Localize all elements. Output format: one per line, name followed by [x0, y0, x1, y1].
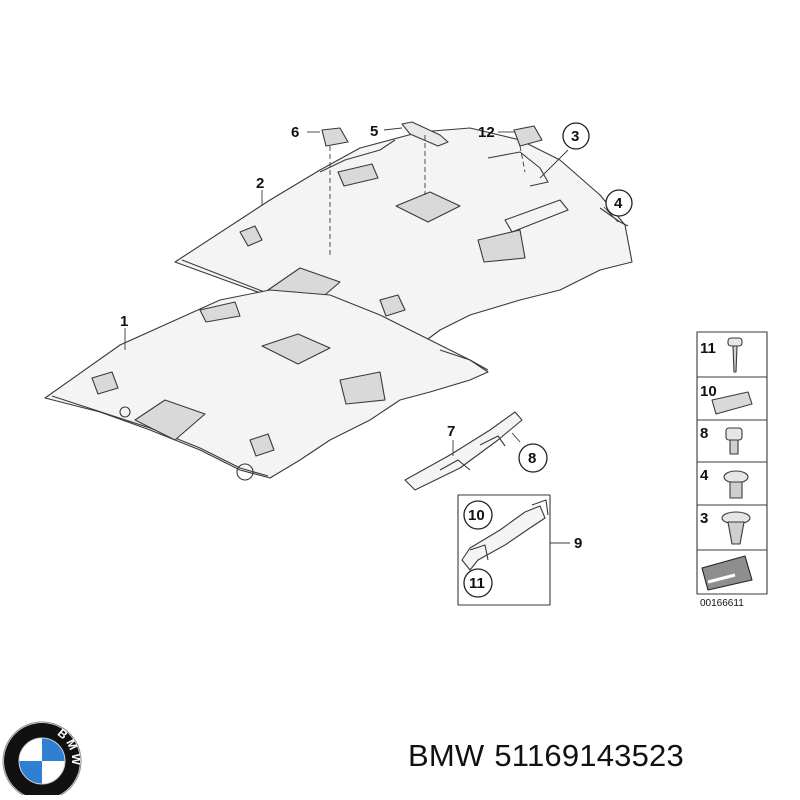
callout-10: 10: [468, 507, 485, 524]
callout-12: 12: [478, 124, 495, 141]
callout-9: 9: [574, 535, 582, 552]
part-5-shape: [401, 121, 449, 147]
callout-4-ring: [605, 189, 633, 217]
brand-name: BMW: [408, 738, 485, 773]
callout-1: 1: [120, 313, 128, 330]
callout-7: 7: [447, 423, 455, 440]
callout-3: 3: [571, 128, 579, 145]
callout-6: 6: [291, 124, 299, 141]
callout-8: 8: [528, 450, 536, 467]
handle-bracket-7: [404, 411, 523, 491]
headliner-lower: [44, 289, 489, 481]
part-number: 51169143523: [494, 738, 684, 773]
part-12-shape: [513, 125, 543, 147]
callout-10-ring: [463, 500, 493, 530]
callout-4: 4: [614, 195, 623, 212]
callout-5: 5: [370, 123, 378, 140]
bmw-logo: BMW: [2, 721, 82, 795]
callout-11-ring: [463, 568, 493, 598]
part-caption: BMW 51169143523: [408, 738, 694, 774]
legend-item-8: 8: [700, 425, 708, 442]
fastener-legend: [696, 331, 768, 595]
callout-11: 11: [469, 575, 485, 592]
part-6-shape: [321, 127, 349, 147]
callout-2: 2: [256, 175, 264, 192]
drawing-number: 00166611: [700, 598, 744, 609]
legend-item-10: 10: [700, 383, 717, 400]
legend-item-4: 4: [700, 467, 709, 484]
legend-item-11: 11: [700, 340, 716, 357]
callout-3-ring: [562, 122, 590, 150]
legend-item-3: 3: [700, 510, 708, 527]
callout-8-ring: [518, 443, 548, 473]
